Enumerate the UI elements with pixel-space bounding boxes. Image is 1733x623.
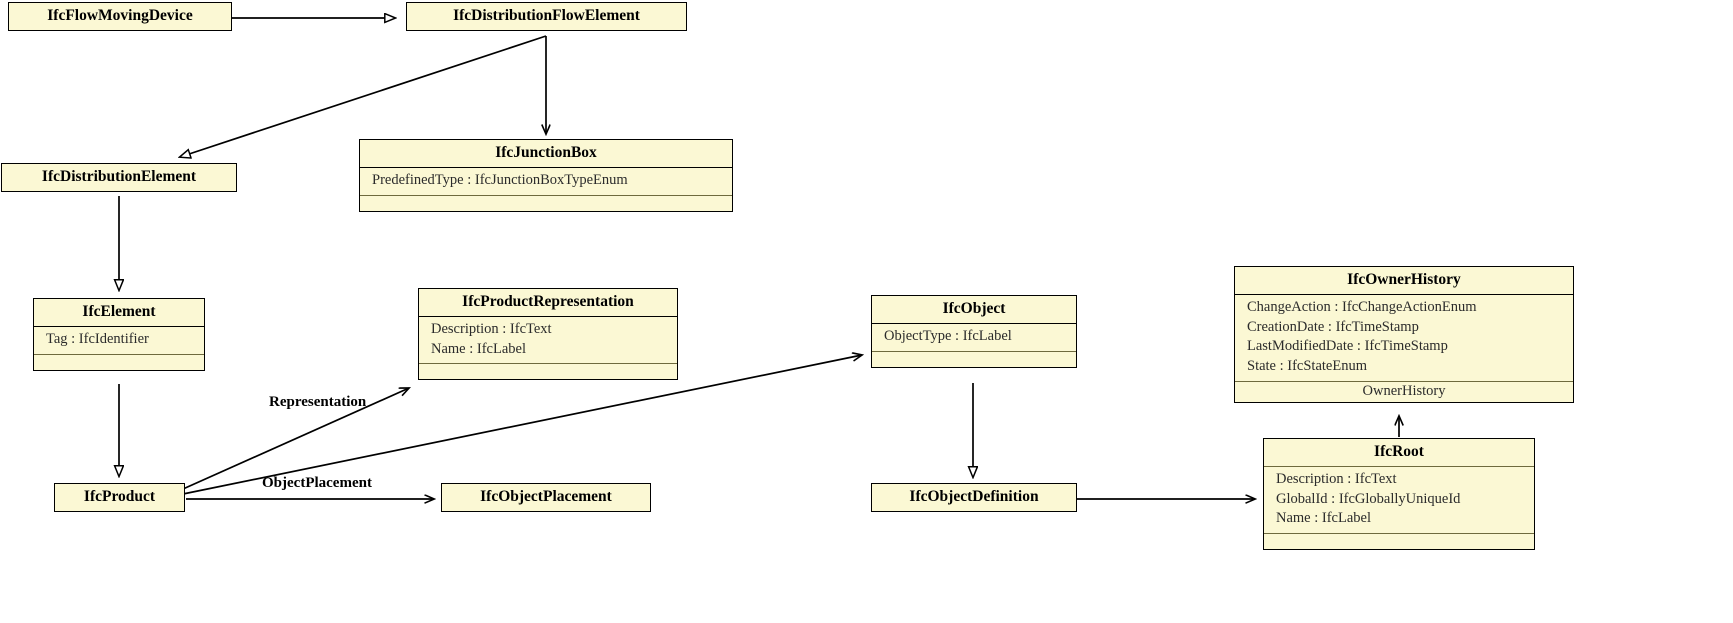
attributes-compartment: Description : IfcText GlobalId : IfcGlob… bbox=[1264, 467, 1534, 533]
association-end-label: OwnerHistory bbox=[1362, 382, 1446, 399]
class-box-ifcdistributionelement[interactable]: IfcDistributionElement bbox=[1, 163, 237, 192]
attribute-row: State : IfcStateEnum bbox=[1247, 357, 1367, 374]
attribute-row: LastModifiedDate : IfcTimeStamp bbox=[1247, 338, 1448, 355]
attributes-compartment: ObjectType : IfcLabel bbox=[872, 324, 1076, 351]
attribute-row: Name : IfcLabel bbox=[431, 340, 527, 357]
class-name: IfcDistributionFlowElement bbox=[453, 7, 640, 24]
class-name: IfcProduct bbox=[83, 488, 156, 505]
edge-label-objectplacement: ObjectPlacement bbox=[262, 475, 372, 491]
class-box-ifcelement[interactable]: IfcElement Tag : IfcIdentifier bbox=[33, 298, 205, 371]
operations-compartment bbox=[360, 196, 732, 211]
class-name: IfcProductRepresentation bbox=[462, 293, 634, 310]
class-name: IfcOwnerHistory bbox=[1347, 271, 1461, 288]
compartment-separator bbox=[872, 350, 1076, 352]
class-box-ifcobjectdefinition[interactable]: IfcObjectDefinition bbox=[871, 483, 1077, 512]
class-box-ifcroot[interactable]: IfcRoot Description : IfcText GlobalId :… bbox=[1263, 438, 1535, 550]
class-box-ifcflowmovingdevice[interactable]: IfcFlowMovingDevice bbox=[8, 2, 232, 31]
compartment-separator bbox=[1264, 532, 1534, 534]
attributes-compartment: PredefinedType : IfcJunctionBoxTypeEnum bbox=[360, 168, 732, 195]
compartment-separator bbox=[1264, 465, 1534, 467]
attributes-compartment: ChangeAction : IfcChangeActionEnum Creat… bbox=[1235, 295, 1573, 381]
class-box-ifcownerhistory[interactable]: IfcOwnerHistory ChangeAction : IfcChange… bbox=[1234, 266, 1574, 403]
class-name: IfcObjectPlacement bbox=[480, 488, 612, 505]
attribute-row: ChangeAction : IfcChangeActionEnum bbox=[1247, 298, 1477, 315]
compartment-separator bbox=[360, 194, 732, 196]
class-box-ifcjunctionbox[interactable]: IfcJunctionBox PredefinedType : IfcJunct… bbox=[359, 139, 733, 212]
attribute-row: Description : IfcText bbox=[431, 320, 552, 337]
operations-compartment bbox=[1264, 534, 1534, 549]
class-name: IfcObjectDefinition bbox=[909, 488, 1039, 505]
compartment-separator bbox=[34, 353, 204, 355]
class-name: IfcElement bbox=[82, 303, 156, 320]
class-box-ifcproduct[interactable]: IfcProduct bbox=[54, 483, 185, 512]
class-name: IfcRoot bbox=[1374, 443, 1424, 460]
operations-compartment bbox=[34, 355, 204, 370]
compartment-separator bbox=[419, 315, 677, 317]
compartment-separator bbox=[360, 166, 732, 168]
class-box-ifcobject[interactable]: IfcObject ObjectType : IfcLabel bbox=[871, 295, 1077, 368]
edge-label-representation: Representation bbox=[269, 394, 367, 410]
attribute-row: Name : IfcLabel bbox=[1276, 510, 1372, 527]
class-name: IfcFlowMovingDevice bbox=[47, 7, 193, 24]
attributes-compartment: Tag : IfcIdentifier bbox=[34, 327, 204, 354]
class-name: IfcObject bbox=[942, 300, 1006, 317]
attribute-row: Tag : IfcIdentifier bbox=[46, 330, 149, 347]
compartment-separator bbox=[1235, 293, 1573, 295]
attribute-row: PredefinedType : IfcJunctionBoxTypeEnum bbox=[372, 171, 628, 188]
attribute-row: ObjectType : IfcLabel bbox=[884, 327, 1012, 344]
compartment-separator bbox=[872, 322, 1076, 324]
attribute-row: GlobalId : IfcGloballyUniqueId bbox=[1276, 490, 1461, 507]
operations-compartment bbox=[419, 364, 677, 379]
class-name: IfcDistributionElement bbox=[41, 168, 197, 185]
compartment-separator bbox=[1235, 380, 1573, 382]
attribute-row: Description : IfcText bbox=[1276, 470, 1397, 487]
class-box-ifcdistributionflowelement[interactable]: IfcDistributionFlowElement bbox=[406, 2, 687, 31]
compartment-separator bbox=[34, 325, 204, 327]
operations-compartment bbox=[872, 352, 1076, 367]
attribute-row: CreationDate : IfcTimeStamp bbox=[1247, 318, 1419, 335]
class-box-ifcobjectplacement[interactable]: IfcObjectPlacement bbox=[441, 483, 651, 512]
attributes-compartment: Description : IfcText Name : IfcLabel bbox=[419, 317, 677, 363]
class-box-ifcproductrepresentation[interactable]: IfcProductRepresentation Description : I… bbox=[418, 288, 678, 381]
class-name: IfcJunctionBox bbox=[495, 144, 597, 161]
